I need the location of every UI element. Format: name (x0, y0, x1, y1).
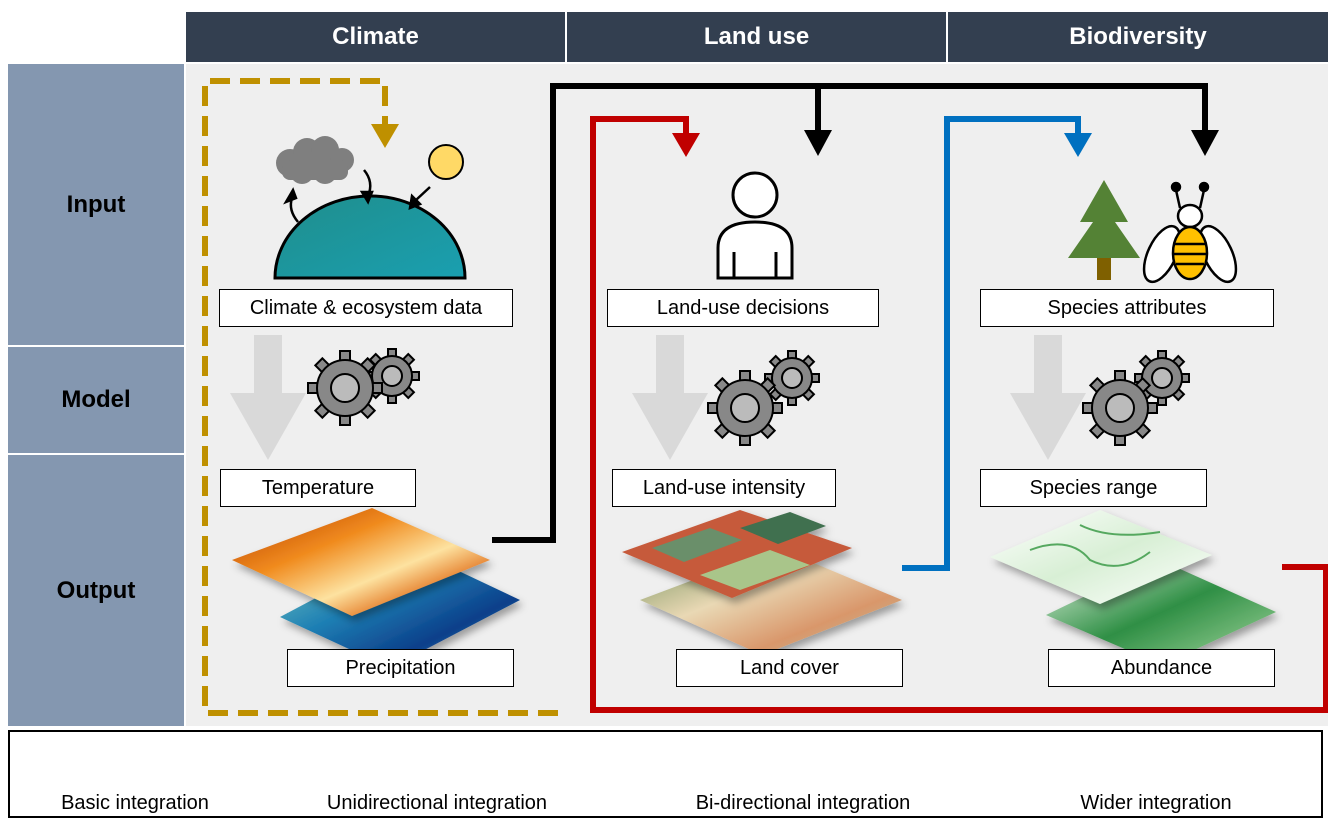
legend: Basic integration Unidirectional integra… (8, 730, 1323, 818)
model-arrow-biodiversity (1010, 335, 1086, 460)
unidirectional-integration-connector (902, 116, 1081, 571)
column-header-biodiversity: Biodiversity (948, 12, 1328, 62)
red-arrowhead (672, 133, 700, 157)
model-arrow-climate (230, 335, 306, 460)
land-cover-map (640, 548, 902, 655)
row-header-output: Output (8, 455, 184, 726)
gears-icon (707, 350, 820, 446)
blue-arrowhead (1064, 133, 1092, 157)
land-use-intensity-map (622, 510, 852, 598)
cloud-icon (276, 136, 354, 184)
temperature-map (232, 508, 490, 616)
wider-integration-connector (202, 78, 558, 716)
climate-output-label: Precipitation (287, 649, 514, 687)
gears-icon (307, 348, 420, 426)
biodiversity-output-label: Abundance (1048, 649, 1275, 687)
legend-label-basic: Basic integration (61, 792, 209, 814)
gold-arrowhead (371, 124, 399, 148)
black-arrowhead-biodiversity (1191, 130, 1219, 156)
row-header-model: Model (8, 347, 184, 453)
column-header-climate: Climate (186, 12, 565, 62)
climate-model-output-label: Temperature (220, 469, 416, 507)
land-use-model-output-label: Land-use intensity (612, 469, 836, 507)
row-header-input: Input (8, 64, 184, 345)
climate-input-label: Climate & ecosystem data (219, 289, 513, 327)
earth-dome-icon (273, 194, 467, 280)
energy-flow-arrows (283, 169, 431, 223)
person-icon (716, 171, 794, 280)
tree-icon (1068, 180, 1140, 280)
land-use-output-label: Land cover (676, 649, 903, 687)
sun-icon (428, 144, 464, 180)
precipitation-map (280, 548, 520, 668)
gears-icon (1082, 350, 1190, 446)
abundance-map (1046, 560, 1276, 665)
species-range-map (990, 510, 1212, 604)
land-use-input-label: Land-use decisions (607, 289, 879, 327)
column-header-land-use: Land use (567, 12, 946, 62)
biodiversity-input-label: Species attributes (980, 289, 1274, 327)
model-arrow-land-use (632, 335, 708, 460)
legend-label-bidirectional: Bi-directional integration (695, 792, 911, 814)
legend-label-unidirectional: Unidirectional integration (326, 792, 548, 814)
basic-integration-connector (492, 83, 1208, 543)
legend-label-wider: Wider integration (1080, 792, 1232, 814)
black-arrowhead-land-use (804, 130, 832, 156)
biodiversity-model-output-label: Species range (980, 469, 1207, 507)
bidirectional-integration-connector (590, 116, 1328, 713)
bee-icon (1142, 181, 1238, 284)
